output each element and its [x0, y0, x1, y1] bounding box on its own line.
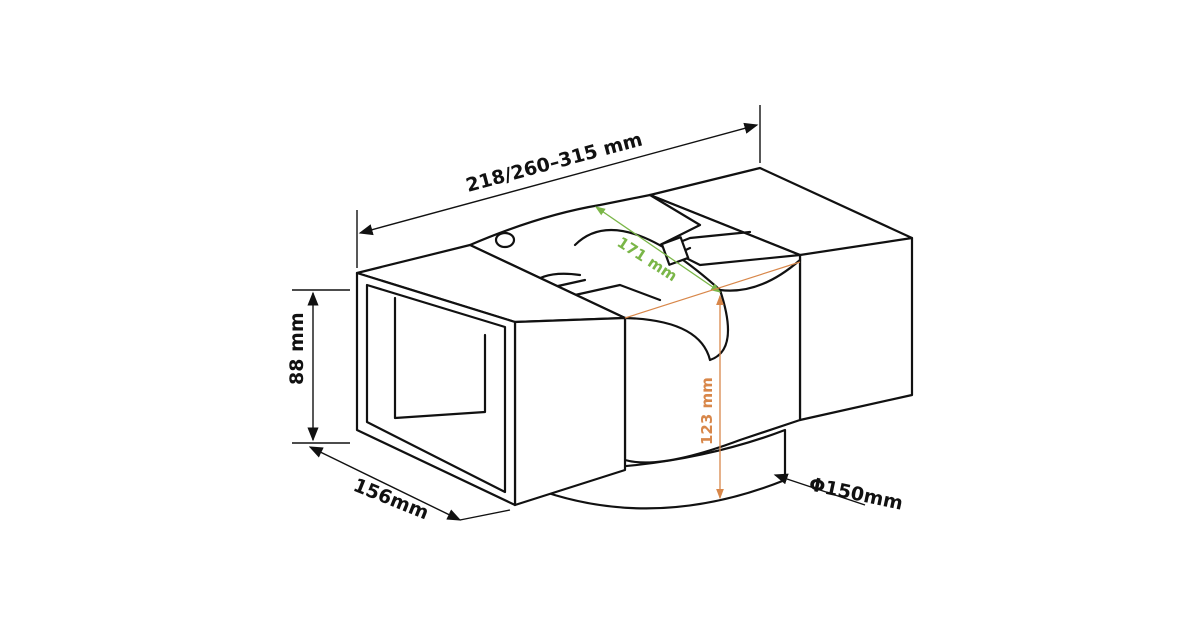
dimension-height: 88 mm [286, 289, 350, 444]
outlet-height-label: 123 mm [698, 377, 716, 445]
dimension-diameter: Φ150mm [773, 473, 905, 515]
part-drawing [355, 166, 914, 510]
left-duct-inner-rim [365, 283, 507, 494]
diameter-label: Φ150mm [807, 473, 905, 514]
height-label: 88 mm [286, 312, 308, 385]
width-label: 156mm [350, 474, 432, 524]
rivet [494, 231, 516, 249]
right-duct-edge [798, 236, 914, 257]
saddle-edge [718, 258, 802, 292]
left-duct-inner-wall [393, 296, 487, 420]
dimension-outlet-height: 123 mm [624, 261, 801, 500]
